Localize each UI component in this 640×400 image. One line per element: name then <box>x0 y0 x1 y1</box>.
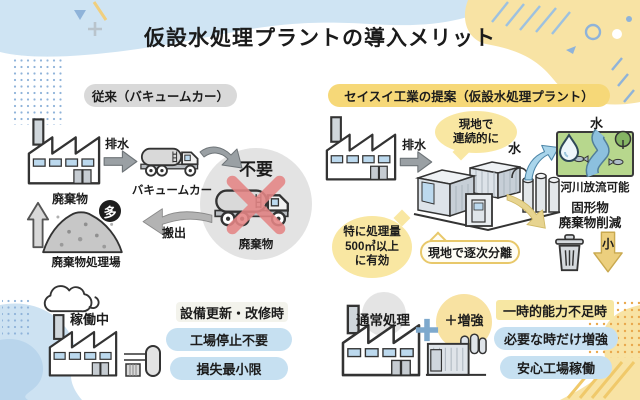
red-cross-icon <box>218 170 294 240</box>
arrow-right-icon-left <box>103 149 138 174</box>
renewal-time-label: 設備更新・改修時 <box>176 302 288 322</box>
decor-blue-bottom-left-wave <box>0 338 44 400</box>
left-section-header: 従来（バキュームカー） <box>84 84 237 107</box>
factory-annex-icon <box>122 342 166 378</box>
decor-blue-top-blob <box>0 0 505 57</box>
curved-arrow-to-circle-icon <box>198 142 250 174</box>
carry-out-label: 搬出 <box>162 226 187 240</box>
factory-icon-right <box>320 112 402 182</box>
solid-waste-line2: 廃棄物削減 <box>558 216 622 230</box>
drain-label-right: 排水 <box>402 138 427 152</box>
decor-stripes-top-right <box>491 1 571 35</box>
effective-bubble: 特に処理量 500㎥以上 に有効 <box>332 216 412 278</box>
onsite-continuous-line1: 現地で <box>458 118 494 131</box>
circle-waste-label: 廃棄物 <box>238 239 274 251</box>
drain-label-left: 排水 <box>105 137 130 151</box>
minimal-loss-pill: 損失最小限 <box>170 357 288 380</box>
decor-dot-grid-top-left <box>10 55 62 125</box>
vacuum-truck-icon <box>140 142 204 181</box>
factory-icon-left <box>22 114 106 186</box>
river-caption: 河川放流可能 <box>560 182 630 194</box>
solid-waste-label: 固形物 廃棄物削減 <box>544 201 636 231</box>
water-mid-label: 水 <box>508 141 522 156</box>
effective-line1: 特に処理量 <box>343 226 401 239</box>
onsite-continuous-bubble: 現地で 連続的に <box>435 111 517 153</box>
waste-label: 廃棄物 <box>52 192 89 206</box>
effective-line3: に有効 <box>354 255 390 268</box>
decor-dot-grid-bottom-left <box>2 296 30 338</box>
small-label: 小 <box>601 237 614 251</box>
decor-circle-white <box>612 29 622 39</box>
decor-plus <box>88 22 102 36</box>
secure-operation-pill: 安心工場稼働 <box>500 356 612 379</box>
river-icon <box>556 128 634 178</box>
disposal-site-label: 廃棄物処理場 <box>51 257 121 269</box>
not-needed-circle: 不要 廃棄物 <box>200 148 312 260</box>
page-title: 仮設水処理プラントの導入メリット <box>144 27 496 50</box>
boost-label: ＋増強 <box>444 313 484 328</box>
water-top-label: 水 <box>590 116 604 131</box>
temporary-shortage-label: 一時的能力不足時 <box>496 300 614 320</box>
trash-can-icon <box>553 234 586 272</box>
onsite-separation-bubble: 現地で逐次分離 <box>420 240 520 264</box>
many-badge: 多 <box>99 200 121 222</box>
decor-triangle <box>74 10 86 20</box>
normal-processing-label: 通常処理 <box>356 313 410 328</box>
decor-circle-blue <box>626 16 632 22</box>
decor-circle-outline <box>584 23 602 41</box>
decor-yellow-dash <box>92 1 108 21</box>
onsite-continuous-line2: 連続的に <box>453 133 499 145</box>
operating-label: 稼働中 <box>70 312 110 327</box>
effective-line2: 500㎥以上 <box>345 240 399 253</box>
decor-plane <box>566 46 576 54</box>
right-section-header: セイスイ工業の提案（仮設水処理プラント） <box>328 84 610 107</box>
boost-when-needed-pill: 必要な時だけ増強 <box>494 327 618 350</box>
vacuum-truck-label: バキュームカー <box>131 185 213 197</box>
not-needed-label: 不要 <box>239 160 273 179</box>
no-shutdown-pill: 工場停止不要 <box>166 328 292 351</box>
decor-dashes-right <box>611 57 635 103</box>
solid-waste-line1: 固形物 <box>571 201 609 215</box>
